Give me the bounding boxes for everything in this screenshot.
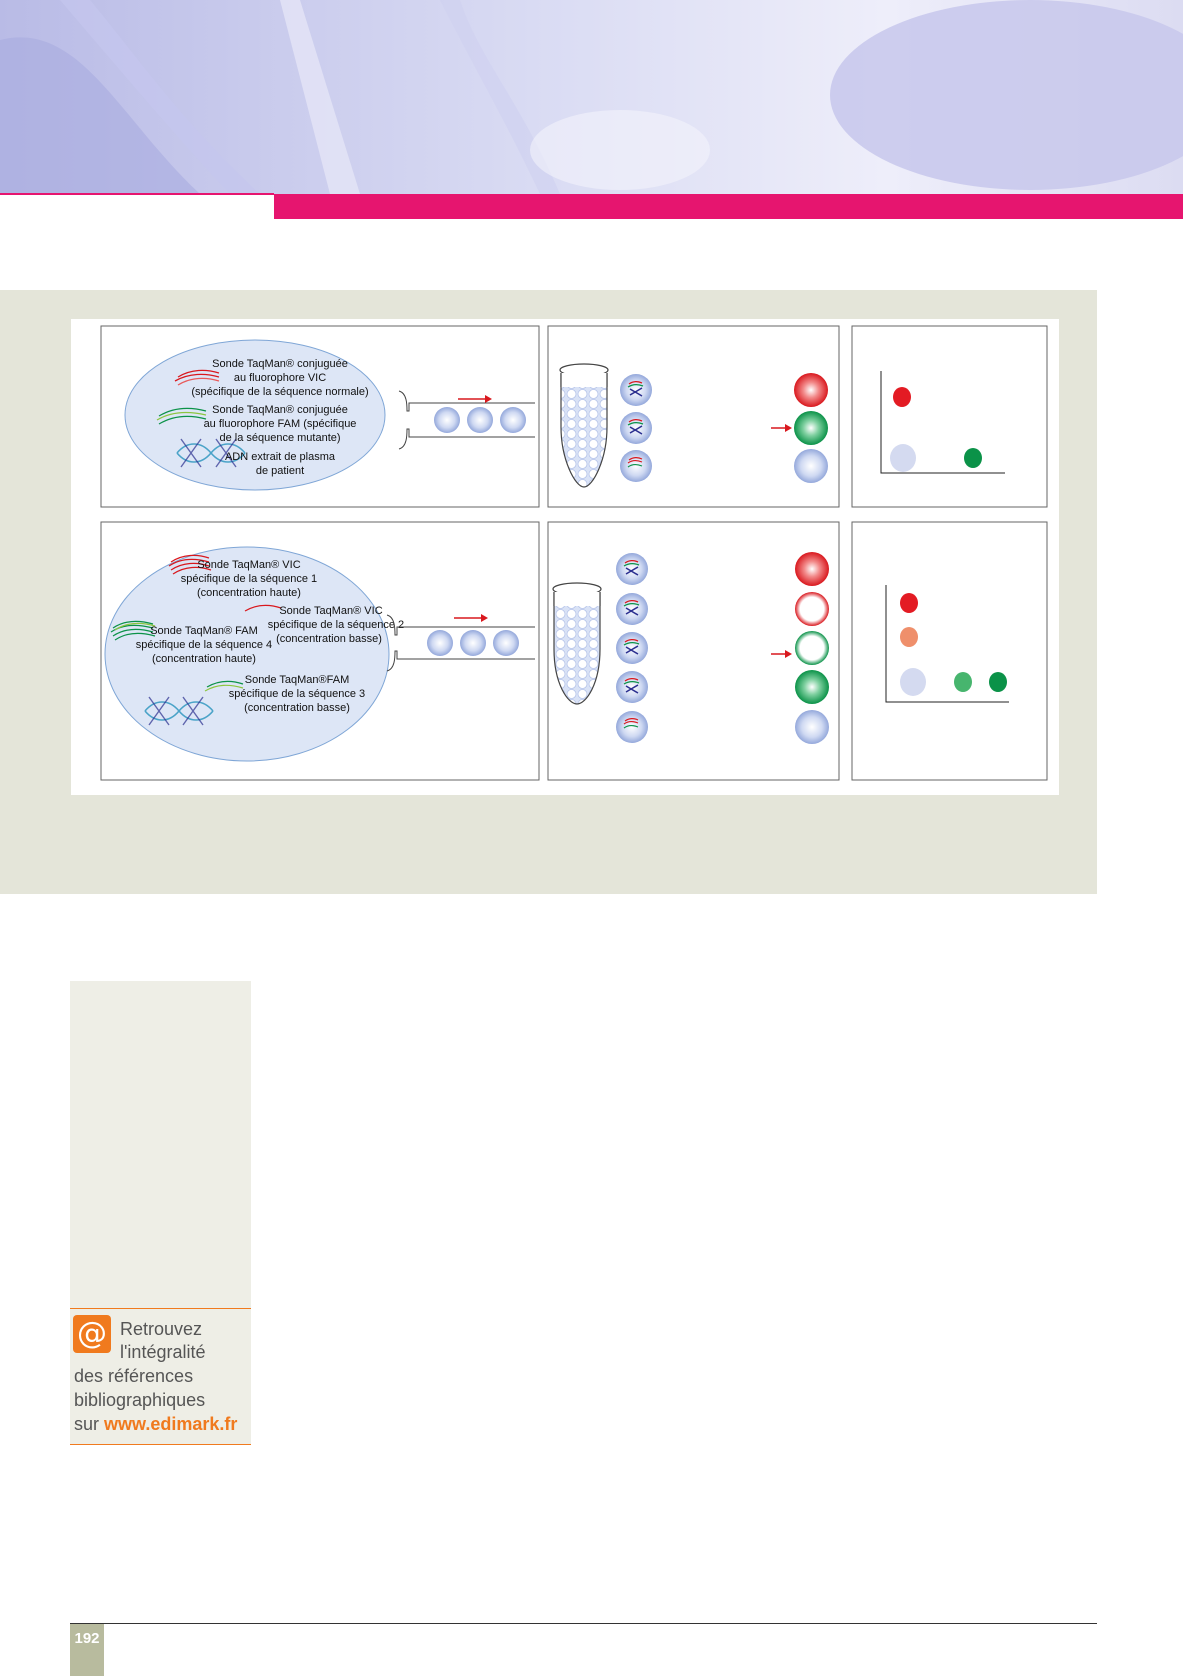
footer-rule [70, 1623, 1097, 1624]
label-vic1-3: (concentration haute) [197, 587, 301, 599]
label-dna-2: de patient [256, 465, 304, 477]
ref-line-3: des références [74, 1366, 194, 1386]
ref-line-5: sur www.edimark.fr [74, 1414, 237, 1435]
references-box: @ Retrouvez l'intégralité des références… [70, 1308, 251, 1445]
label-fam-2: au fluorophore FAM (spécifique [204, 418, 357, 430]
label-fam-1: Sonde TaqMan® conjuguée [212, 404, 348, 416]
label-fam4-2: spécifique de la séquence 4 [136, 639, 272, 651]
label-vic2-2: spécifique de la séquence 2 [268, 619, 404, 631]
label-dna-1: ADN extrait de plasma [225, 451, 336, 463]
label-vic1-1: Sonde TaqMan® VIC [197, 559, 300, 571]
ddpcr-diagram: Sonde TaqMan® conjuguée au fluorophore V… [100, 325, 1048, 781]
label-fam4-3: (concentration haute) [152, 653, 256, 665]
label-vic2-3: (concentration basse) [276, 633, 382, 645]
label-vic-3: (spécifique de la séquence normale) [191, 386, 368, 398]
ref-line-2: l'intégralité [120, 1342, 206, 1362]
at-sign-icon: @ [73, 1315, 111, 1353]
header-pink-line [0, 193, 274, 195]
sidebar-panel [70, 981, 251, 1445]
label-vic2-1: Sonde TaqMan® VIC [279, 605, 382, 617]
label-fam-3: de la séquence mutante) [219, 432, 340, 444]
label-fam4-1: Sonde TaqMan® FAM [150, 625, 258, 637]
label-vic-2: au fluorophore VIC [234, 372, 326, 384]
label-fam3-1: Sonde TaqMan®FAM [245, 674, 350, 686]
ref-line-1: Retrouvez [120, 1319, 203, 1339]
ref-line-4: bibliographiques [74, 1390, 206, 1410]
ref-prefix: sur [74, 1414, 105, 1434]
label-vic1-2: spécifique de la séquence 1 [181, 573, 317, 585]
header-pink-bar [274, 194, 1183, 219]
edimark-link[interactable]: www.edimark.fr [104, 1414, 238, 1434]
label-fam3-2: spécifique de la séquence 3 [229, 688, 365, 700]
label-vic-1: Sonde TaqMan® conjuguée [212, 358, 348, 370]
label-fam3-3: (concentration basse) [244, 702, 350, 714]
page-number: 192 [70, 1624, 104, 1676]
header-banner [0, 0, 1183, 194]
